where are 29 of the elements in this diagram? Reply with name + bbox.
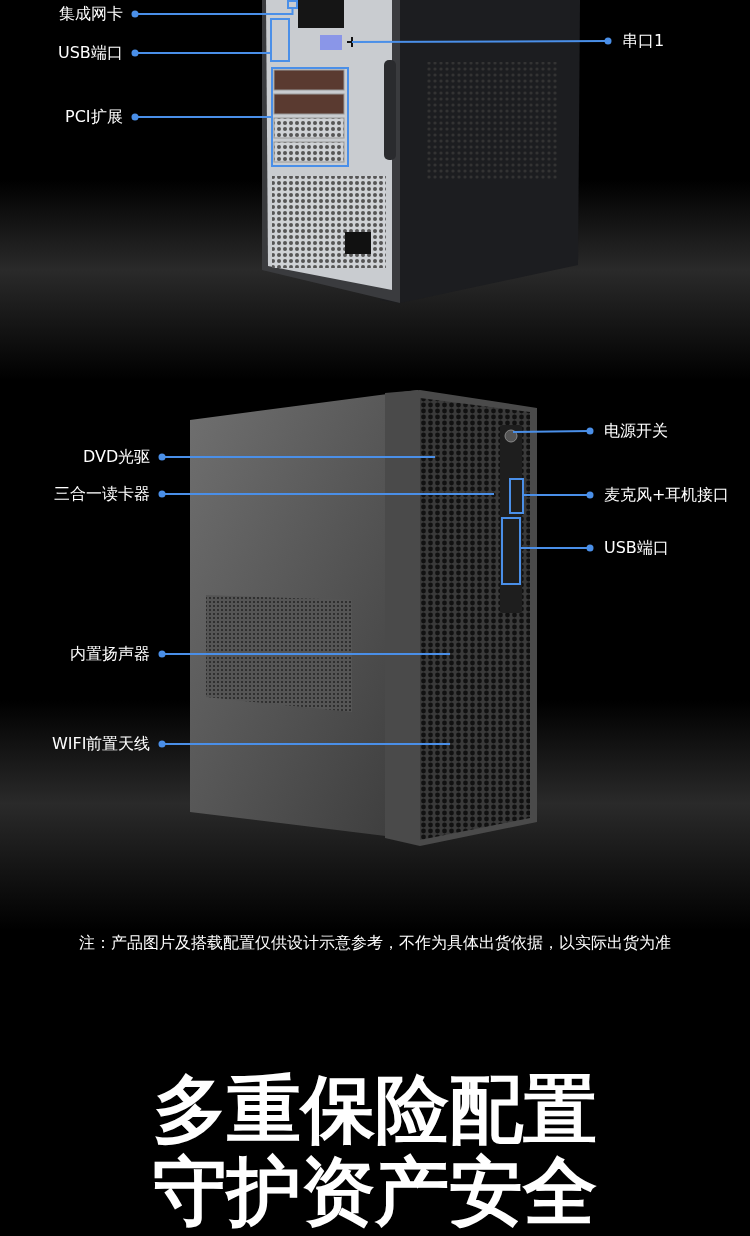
leader-line bbox=[131, 8, 294, 18]
disclaimer-note: 注：产品图片及搭载配置仅供设计示意参考，不作为具体出货依据，以实际出货为准 bbox=[78, 933, 672, 954]
callout-label: USB端口 bbox=[58, 42, 139, 64]
callout-label: WIFI前置天线 bbox=[52, 733, 167, 755]
leader-line bbox=[512, 427, 594, 435]
highlight-frame bbox=[509, 478, 524, 514]
callout-label: PCI扩展 bbox=[65, 106, 139, 128]
highlight-frame bbox=[271, 67, 349, 167]
callout-label: 内置扬声器 bbox=[70, 643, 166, 665]
callout-label: DVD光驱 bbox=[83, 446, 167, 468]
highlight-frame bbox=[501, 517, 521, 585]
leader-line bbox=[523, 491, 594, 499]
leader-line bbox=[158, 453, 436, 461]
callout-label: 串口1 bbox=[604, 30, 665, 52]
leader-line bbox=[158, 650, 451, 658]
leader-line bbox=[158, 740, 451, 748]
callout-label: 集成网卡 bbox=[59, 3, 139, 25]
callout-label: USB端口 bbox=[586, 537, 669, 559]
headline: 多重保险配置守护资产安全 bbox=[152, 1068, 598, 1232]
leader-line bbox=[131, 113, 272, 121]
callout-label: 三合一读卡器 bbox=[54, 483, 166, 505]
highlight-frame bbox=[270, 18, 290, 62]
highlight-frame bbox=[287, 0, 298, 9]
callout-label: 电源开关 bbox=[586, 420, 668, 442]
callout-label: 麦克风+耳机接口 bbox=[586, 484, 730, 506]
leader-line bbox=[158, 490, 495, 498]
leader-line bbox=[351, 37, 612, 45]
leader-line bbox=[520, 544, 594, 552]
leader-line bbox=[131, 49, 271, 57]
